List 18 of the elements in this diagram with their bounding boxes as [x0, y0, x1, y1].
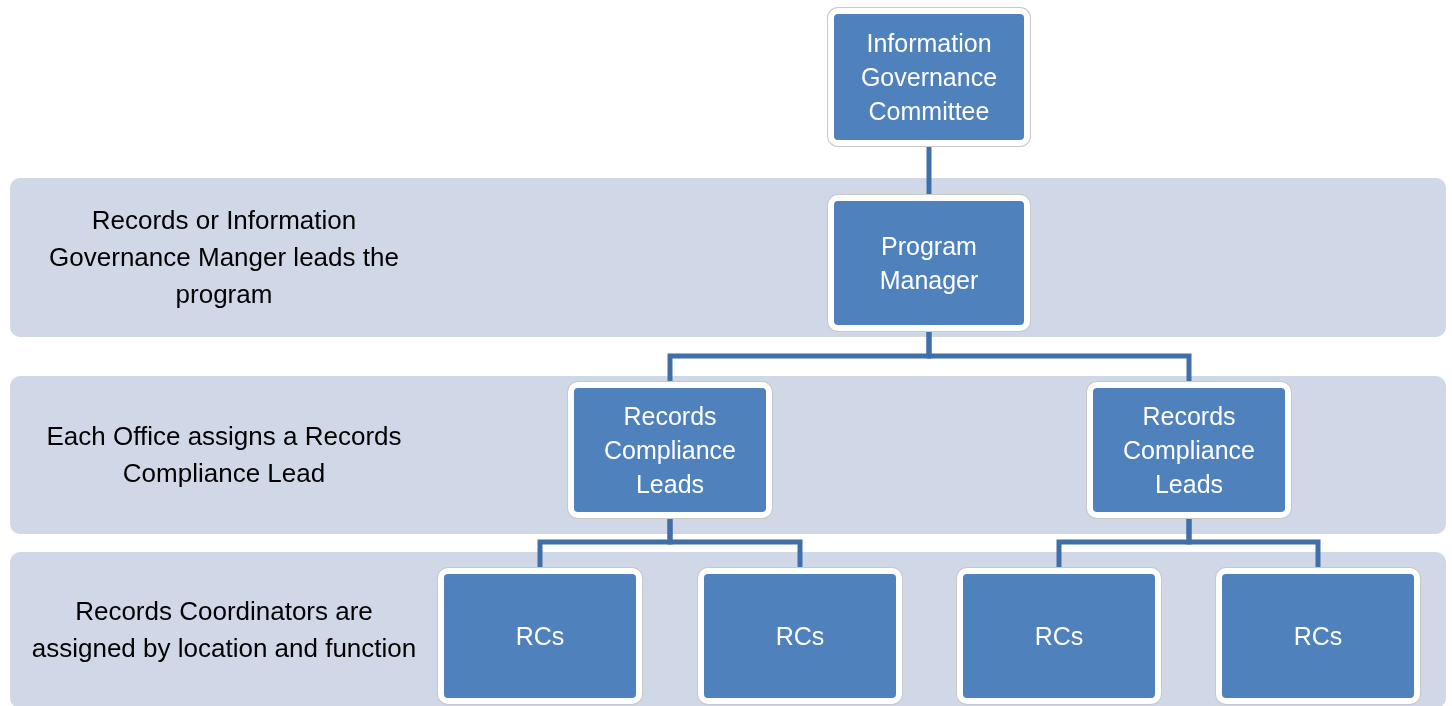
connector-line — [926, 331, 1192, 382]
role-box: RCs — [698, 568, 902, 704]
role-box: Information Governance Committee — [828, 8, 1030, 146]
role-box: RCs — [438, 568, 642, 704]
band-panel — [10, 178, 1446, 337]
band-description: Records Coordinators are assigned by location and function — [30, 595, 418, 665]
band-panel — [10, 376, 1446, 534]
band-description: Records or Information Governance Manger leads the program — [48, 204, 400, 311]
role-box: Program Manager — [828, 195, 1030, 331]
connector-line — [926, 146, 932, 195]
role-box: RCs — [957, 568, 1161, 704]
role-box: Records Compliance Leads — [568, 382, 772, 518]
connector-line — [1186, 518, 1321, 568]
role-box: RCs — [1216, 568, 1420, 704]
role-box: Records Compliance Leads — [1087, 382, 1291, 518]
band-description: Each Office assigns a Records Compliance Lead — [45, 420, 403, 490]
band-panel — [10, 552, 1446, 706]
connector-line — [667, 518, 803, 568]
